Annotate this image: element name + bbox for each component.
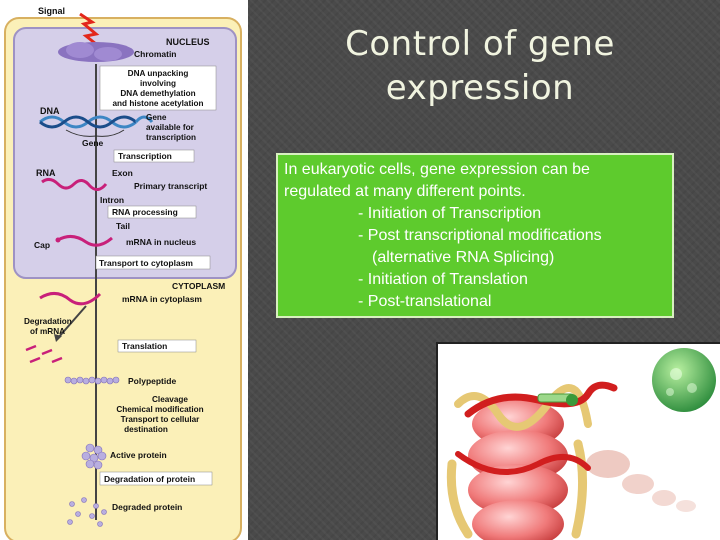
intron-label: Intron [100, 195, 124, 205]
exon-label: Exon [112, 168, 133, 178]
signal-bolt-icon [79, 12, 100, 46]
rna-processing-box [107, 205, 197, 219]
slide-title-line-1: Control of gene [345, 24, 615, 64]
cleavage-line-4: destination [124, 425, 168, 434]
unpacking-line-1: DNA unpacking [128, 69, 189, 78]
translation-box [117, 339, 197, 353]
red-ribbon-icon [464, 381, 618, 418]
point-initiation-transcription: - Initiation of Transcription [358, 205, 542, 222]
signal-label: Signal [38, 6, 65, 16]
slide-title: Control of gene expression [300, 22, 660, 110]
slide-title-line-2: expression [385, 68, 575, 108]
transcription-label: Transcription [118, 151, 172, 161]
point-post-transcriptional: - Post transcriptional modifications [358, 227, 602, 244]
mrna-nucleus-icon [57, 235, 113, 247]
cleavage-line-2: Chemical modification [116, 405, 203, 414]
primary-transcript-icon [41, 177, 108, 191]
cap-label: Cap [34, 240, 50, 250]
gene-available-line-2: available for [146, 123, 195, 132]
dna-label: DNA [40, 106, 60, 116]
cleavage-line-3: Transport to cellular [121, 415, 201, 424]
cytoplasm-label: CYTOPLASM [172, 281, 225, 291]
chromatin-label: Chromatin [134, 49, 177, 59]
rna-processing-label: RNA processing [112, 207, 178, 217]
active-protein-icon [81, 443, 107, 470]
degradation-mrna-line-2: of mRNA [30, 327, 65, 336]
polypeptide-icon [64, 376, 120, 385]
degradation-protein-box [99, 471, 213, 486]
mrna-cytoplasm-icon [39, 292, 102, 306]
unpacking-line-3: DNA demethylation [120, 89, 195, 98]
protein-complex-illustration [438, 344, 720, 540]
degradation-mrna-line-1: Degradation [24, 317, 72, 326]
gene-available-line-1: Gene [146, 113, 167, 122]
intro-line-2: regulated at many different points. [284, 183, 526, 200]
point-post-translational: - Post-translational [358, 293, 492, 310]
degraded-mrna-fragments-icon [25, 344, 63, 364]
transcription-box [113, 149, 195, 163]
gene-available-line-3: transcription [146, 133, 196, 142]
translation-label: Translation [122, 341, 167, 351]
point-alternative-splicing: (alternative RNA Splicing) [372, 249, 555, 266]
mrna-cytoplasm-label: mRNA in cytoplasm [122, 294, 202, 304]
yellow-strand-icon [454, 384, 592, 431]
chromatin-icon [58, 42, 134, 62]
transport-box [95, 255, 211, 270]
point-initiation-translation: - Initiation of Translation [358, 271, 528, 288]
mrna-nucleus-label: mRNA in nucleus [126, 237, 196, 247]
primary-transcript-label: Primary transcript [134, 181, 207, 191]
active-protein-label: Active protein [110, 450, 167, 460]
degraded-protein-label: Degraded protein [112, 502, 182, 512]
regulation-points-box: In eukaryotic cells, gene expression can… [276, 153, 674, 318]
nucleus-label: NUCLEUS [166, 37, 210, 47]
unpacking-box [99, 65, 217, 111]
protein-complex-image [436, 342, 720, 540]
gene-label: Gene [82, 138, 104, 148]
polypeptide-label: Polypeptide [128, 376, 176, 386]
unpacking-line-4: and histone acetylation [113, 99, 204, 108]
rna-label: RNA [36, 168, 56, 178]
dna-helix-icon [39, 115, 154, 129]
intro-line-1: In eukaryotic cells, gene expression can… [284, 161, 590, 178]
cleavage-line-1: Cleavage [152, 395, 188, 404]
transport-label: Transport to cytoplasm [99, 258, 193, 268]
diagram-svg: Signal NUCLEUS Chromatin DNA unpacking i… [4, 6, 242, 540]
gene-expression-diagram: Signal NUCLEUS Chromatin DNA unpacking i… [0, 0, 248, 540]
unpacking-line-2: involving [140, 79, 176, 88]
tail-label: Tail [116, 221, 130, 231]
green-molecule-icon [652, 348, 716, 412]
degraded-protein-icon [67, 497, 107, 527]
degradation-protein-label: Degradation of protein [104, 474, 195, 484]
